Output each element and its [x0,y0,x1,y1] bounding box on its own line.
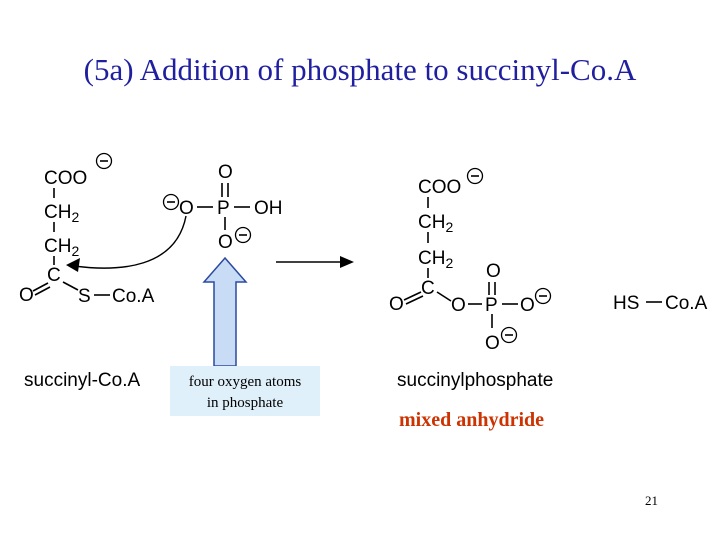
phosphate-structure: O O P OH O [162,162,283,253]
sp-c-o-bond [436,291,452,302]
sp-p: P [485,295,498,316]
succinyl-coa-structure: COO CH2 CH2 C O S Co.A [19,152,155,307]
succinyl-ch2-1: CH2 [44,202,79,225]
sp-coo-charge [466,167,484,185]
succinyl-double-bond-b [34,286,51,296]
slide-title: (5a) Addition of phosphate to succinyl-C… [83,52,637,87]
phosphate-left-charge [162,193,180,211]
hs-coa-structure: HS Co.A [613,293,708,314]
sp-right-o: O [520,295,535,316]
sp-coo-text: COO [418,177,461,198]
succinyl-carbonyl-c: C [47,265,61,286]
succinylphosphate-structure: COO CH2 CH2 C O O P O O [389,167,552,354]
succinyl-s: S [78,286,91,307]
succinyl-coa-text: Co.A [112,286,155,307]
phosphate-bottom-charge [234,226,252,244]
phosphate-left-o: O [179,198,194,219]
sp-bottom-o: O [485,333,500,354]
sp-bridge-o: O [451,295,466,316]
sp-double-bond-a [403,291,422,301]
succinyl-ch2-2: CH2 [44,236,79,259]
hs-text: HS [613,293,639,314]
succinyl-double-bond-a [32,282,49,292]
sp-double-bond-b [405,295,424,305]
succinyl-coo-text: COO [44,168,87,189]
succinyl-cs-bond [62,281,79,291]
succinyl-carbonyl-o: O [19,285,34,306]
sp-bottom-charge [500,326,518,344]
sp-right-charge [534,287,552,305]
sp-ch2-2: CH2 [418,248,453,271]
sp-ch2-1: CH2 [418,212,453,235]
nucleophilic-attack-arrow [66,215,187,272]
succinyl-coo-charge [95,152,113,170]
hs-coa-text: Co.A [665,293,708,314]
phosphate-label-line1: four oxygen atoms [189,374,302,390]
phosphate-label-box [170,366,320,416]
phosphate-top-o: O [218,162,233,183]
phosphate-oh: OH [254,198,283,219]
phosphate-label-line2: in phosphate [207,395,284,411]
highlight-up-arrow [202,256,248,367]
sp-carbonyl-c: C [421,278,435,299]
succinyl-coa-label: succinyl-Co.A [24,370,140,391]
reaction-arrow [276,256,354,268]
succinylphosphate-label: succinylphosphate [397,370,553,391]
sp-carbonyl-o: O [389,294,404,315]
phosphate-p: P [217,198,230,219]
sp-top-o: O [486,261,501,282]
mixed-anhydride-note: mixed anhydride [399,409,544,431]
phosphate-bottom-o: O [218,232,233,253]
page-number: 21 [645,493,658,508]
